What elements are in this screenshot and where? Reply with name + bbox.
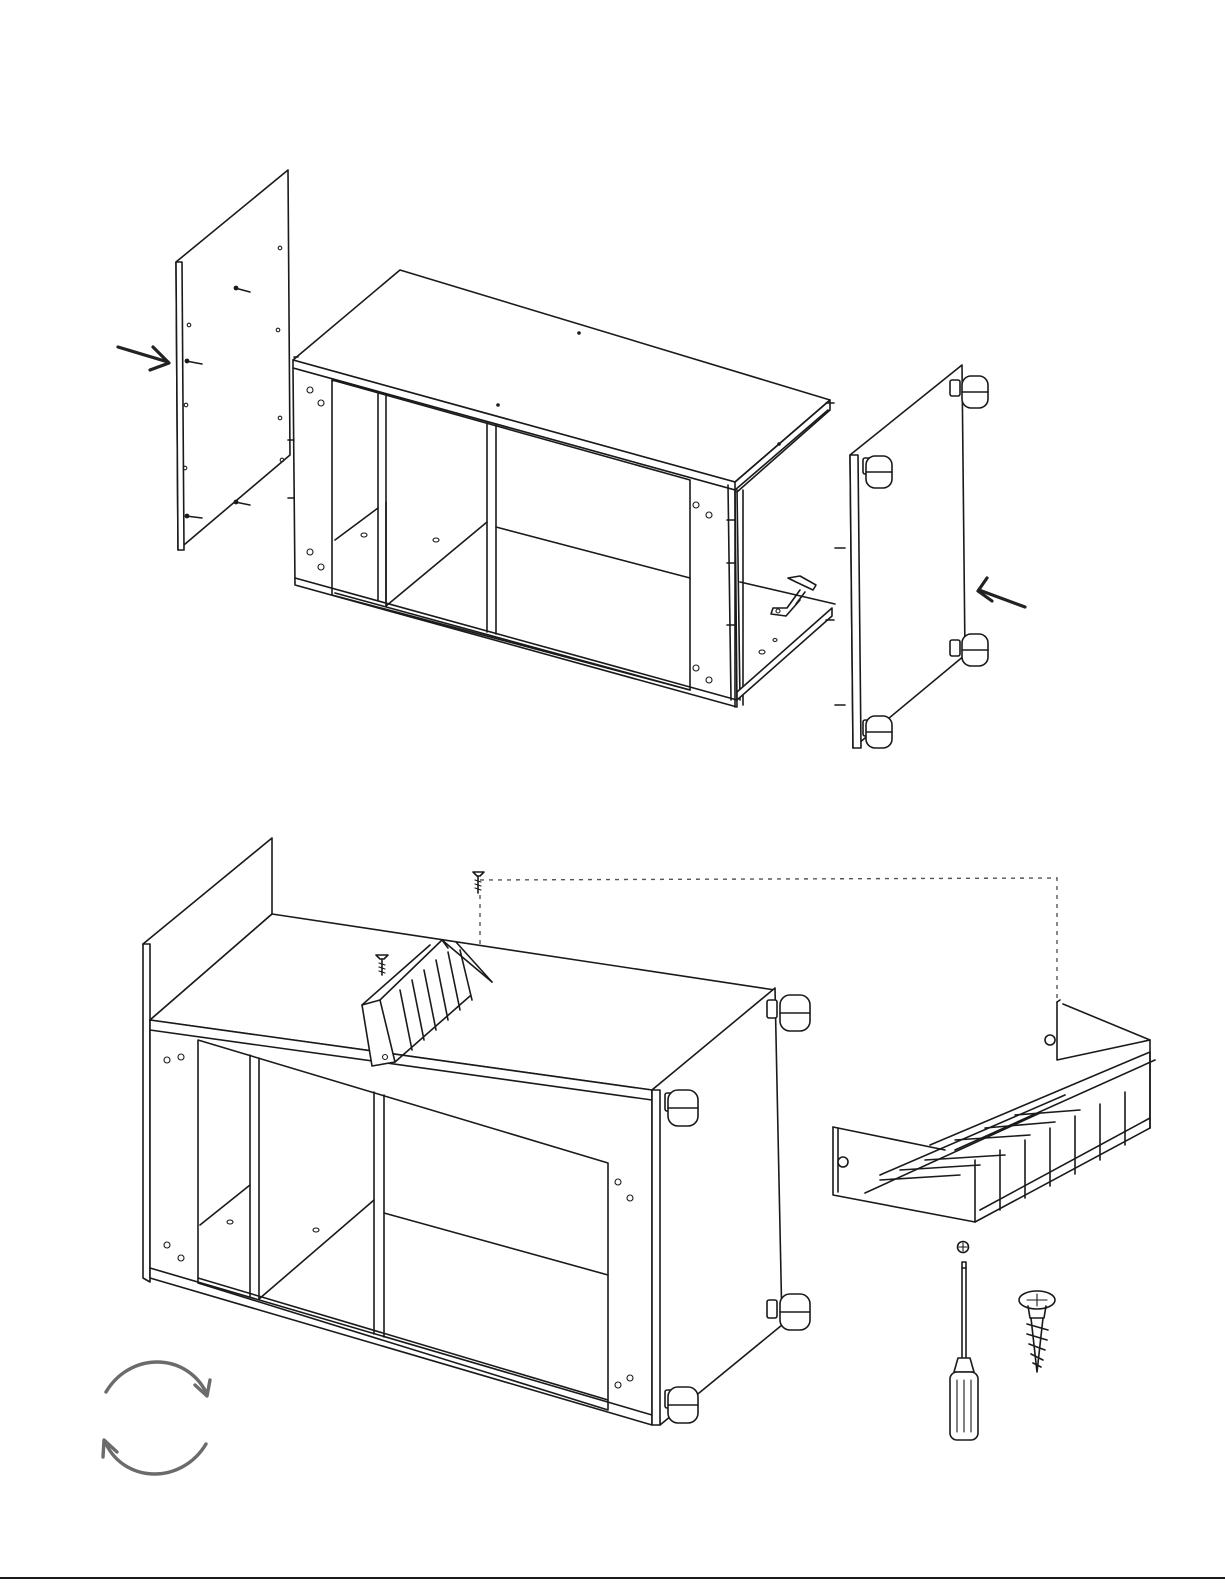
caster-wheel: [665, 1387, 698, 1423]
push-arrow-icon: [978, 578, 1025, 607]
phillips-head-icon: [958, 1242, 969, 1253]
cabinet-body-bottom: [143, 838, 810, 1425]
caster-wheel: [863, 456, 892, 488]
wire-basket: [833, 1000, 1155, 1222]
rotate-icon: [103, 1362, 210, 1474]
step-2-group: [103, 838, 1155, 1474]
wood-screw-icon: [1019, 1291, 1055, 1372]
hinge: [771, 576, 816, 616]
right-side-panel-with-wheels: [850, 365, 988, 748]
push-arrow-icon: [118, 347, 169, 370]
page-bottom-rule: [0, 1577, 1225, 1579]
left-side-panel: [176, 170, 290, 550]
cabinet-body-top: [288, 270, 845, 707]
caster-wheel: [863, 716, 892, 748]
caster-wheel: [665, 1090, 698, 1126]
screw: [473, 872, 484, 893]
step-1-group: [118, 170, 1025, 748]
screwdriver-icon: [950, 1262, 978, 1440]
